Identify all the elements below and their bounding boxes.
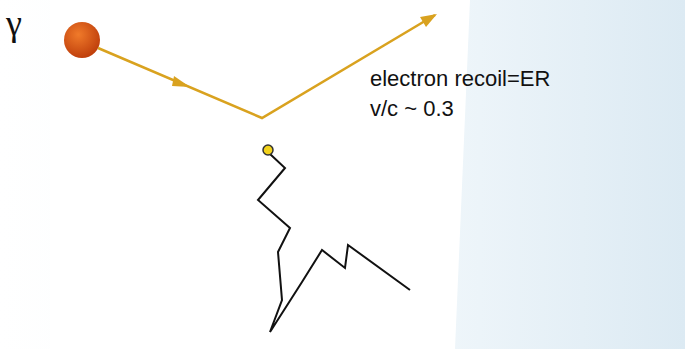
photon-ball xyxy=(64,22,100,58)
arrowhead xyxy=(172,76,190,87)
arrowhead xyxy=(420,14,437,27)
velocity-label: v/c ~ 0.3 xyxy=(370,96,454,122)
process-label: electron recoil=ER xyxy=(370,66,550,92)
electron-track xyxy=(258,154,410,332)
gamma-symbol: γ xyxy=(6,2,22,44)
white-panel xyxy=(50,0,470,349)
electron-dot xyxy=(263,145,273,155)
